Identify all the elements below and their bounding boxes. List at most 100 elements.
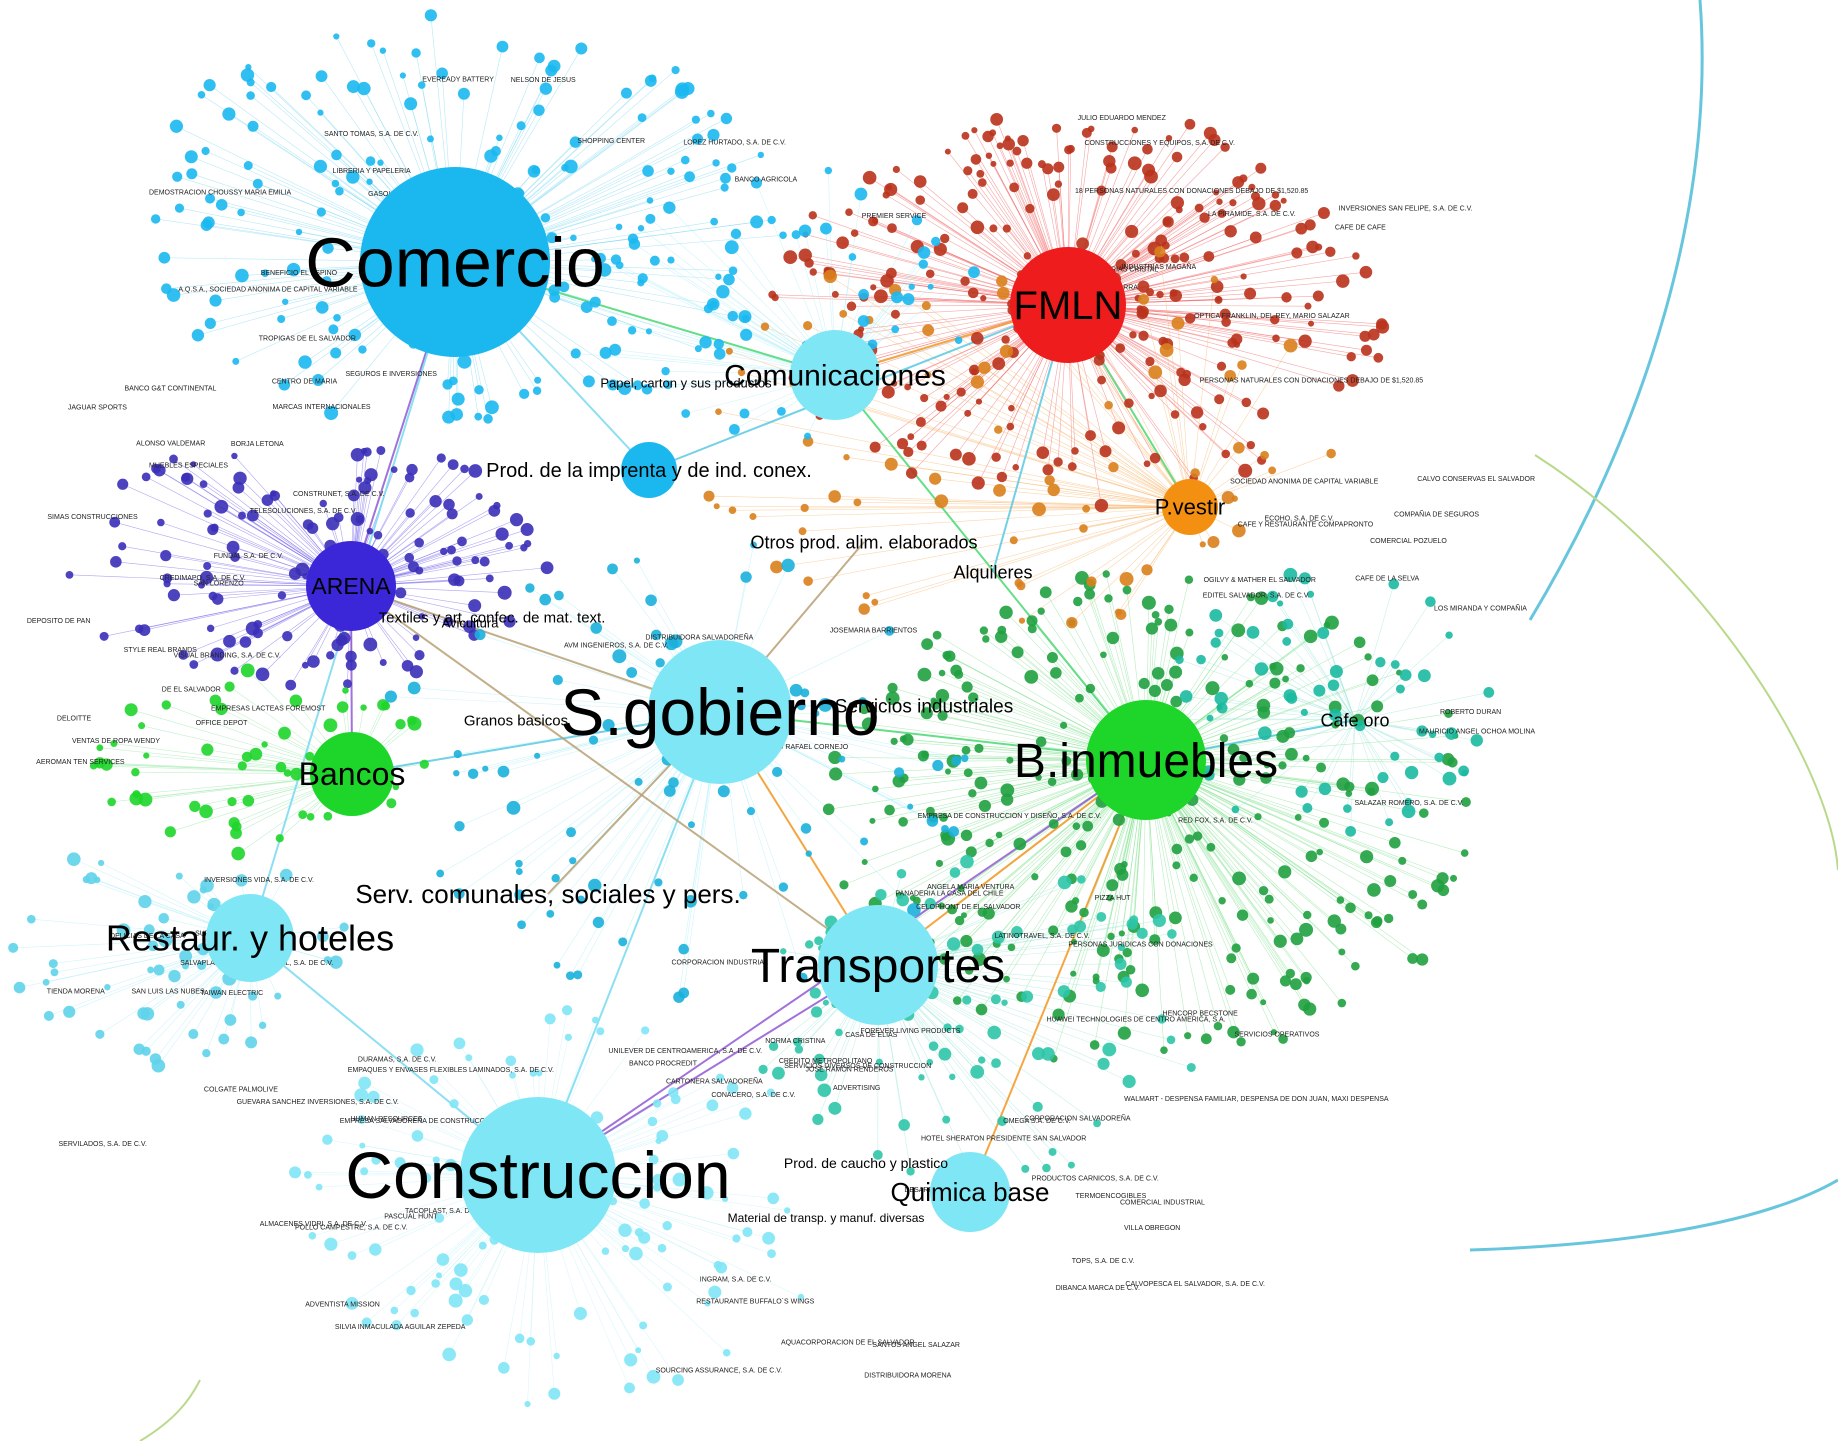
node-name-label: PASCUAL HUNT — [384, 1213, 438, 1220]
minor-node — [1254, 813, 1262, 821]
minor-node — [1096, 943, 1110, 957]
node-name-label: STYLE REAL BRANDS — [124, 647, 198, 654]
minor-node — [715, 1261, 728, 1274]
minor-node — [582, 375, 595, 388]
minor-node — [1345, 825, 1357, 837]
minor-node — [209, 294, 222, 307]
minor-node — [252, 178, 263, 189]
minor-node — [205, 193, 216, 204]
node-s-gobierno — [648, 640, 792, 784]
minor-node — [1171, 316, 1185, 330]
node-name-label: CALVO CONSERVAS EL SALVADOR — [1417, 476, 1535, 483]
minor-node — [907, 433, 915, 441]
minor-node — [798, 248, 812, 262]
minor-node — [235, 874, 248, 887]
minor-node — [645, 594, 657, 607]
label-arena: ARENA — [311, 573, 391, 599]
minor-node — [534, 752, 541, 759]
minor-node — [551, 874, 560, 883]
minor-node — [566, 827, 577, 838]
minor-node — [391, 1319, 402, 1331]
minor-node — [1032, 1101, 1043, 1112]
minor-node — [1169, 911, 1182, 925]
node-name-label: EMPRESA SALVADOREÑA DE CONSTRUCCIONES — [340, 1116, 507, 1125]
minor-node — [1061, 756, 1072, 766]
fan-edge — [999, 490, 1191, 508]
node-name-label: ALONSO VALDEMAR — [136, 440, 205, 447]
minor-node — [446, 508, 458, 520]
fan-edge — [869, 319, 1191, 508]
minor-node — [443, 616, 454, 627]
label-avicultura: Avicultura — [442, 616, 500, 631]
minor-node — [978, 799, 992, 813]
minor-node — [1053, 161, 1065, 173]
minor-node — [1170, 196, 1185, 210]
node-name-label: COMERCIAL POZUELO — [1370, 538, 1447, 545]
node-arena — [306, 541, 396, 631]
minor-node — [1002, 137, 1016, 151]
minor-node — [358, 345, 367, 354]
minor-node — [1302, 802, 1313, 813]
minor-node — [324, 1237, 338, 1251]
minor-node — [1021, 157, 1033, 169]
minor-node — [777, 407, 786, 416]
minor-node — [1278, 1034, 1288, 1044]
minor-node — [1009, 536, 1018, 545]
minor-node — [720, 172, 731, 184]
minor-node — [1336, 777, 1350, 791]
minor-node — [1057, 985, 1071, 998]
minor-node — [346, 80, 360, 94]
node-name-label: RESTAURANTE BUFFALO´S WINGS — [696, 1299, 814, 1306]
minor-node — [453, 1037, 466, 1050]
minor-node — [728, 423, 740, 435]
minor-node — [1304, 302, 1312, 310]
node-name-label: PANADERIA LA CASA DEL CHILE — [895, 890, 1003, 897]
fan-edge — [1189, 345, 1291, 508]
minor-node — [880, 274, 894, 288]
minor-node — [663, 785, 676, 797]
minor-node — [405, 508, 415, 518]
minor-node — [994, 425, 1003, 434]
minor-node — [1270, 1029, 1277, 1036]
minor-node — [298, 355, 312, 369]
minor-node — [1185, 628, 1194, 637]
minor-node — [624, 1382, 635, 1394]
fan-edge — [1286, 641, 1356, 721]
node-name-label: OPTICA FRANKLIN, DEL REY, MARIO SALAZAR — [1194, 313, 1350, 320]
minor-node — [928, 1041, 939, 1051]
minor-node — [339, 922, 349, 932]
minor-node — [882, 191, 890, 199]
minor-node — [1308, 320, 1315, 327]
minor-node — [285, 679, 297, 691]
node-name-label: CONACERO, S.A. DE C.V. — [711, 1092, 795, 1099]
minor-node — [890, 380, 898, 387]
minor-node — [918, 259, 929, 269]
minor-node — [517, 920, 526, 930]
minor-node — [951, 755, 962, 766]
minor-node — [768, 290, 777, 299]
minor-node — [770, 560, 783, 574]
minor-node — [757, 151, 765, 159]
minor-node — [1085, 430, 1096, 441]
minor-node — [360, 447, 368, 455]
edge-b_inmuebles-comunicaciones — [834, 374, 1147, 761]
minor-node — [843, 454, 850, 461]
minor-node — [943, 393, 950, 401]
node-b-inmuebles — [1086, 700, 1206, 820]
minor-node — [654, 878, 663, 887]
node-name-label: PERSONAS NATURALES CON DONACIONES DEBAJO… — [1200, 377, 1424, 384]
minor-node — [1170, 410, 1180, 419]
minor-node — [1224, 225, 1237, 238]
minor-node — [589, 296, 601, 308]
minor-node — [468, 599, 482, 613]
minor-node — [1331, 720, 1340, 729]
minor-node — [645, 328, 653, 335]
minor-node — [967, 188, 978, 199]
minor-node — [404, 472, 415, 483]
minor-node — [1300, 708, 1308, 716]
minor-node — [803, 576, 813, 586]
minor-node — [1115, 259, 1127, 270]
minor-node — [1295, 785, 1308, 798]
minor-node — [533, 104, 545, 116]
minor-node — [1447, 757, 1458, 768]
